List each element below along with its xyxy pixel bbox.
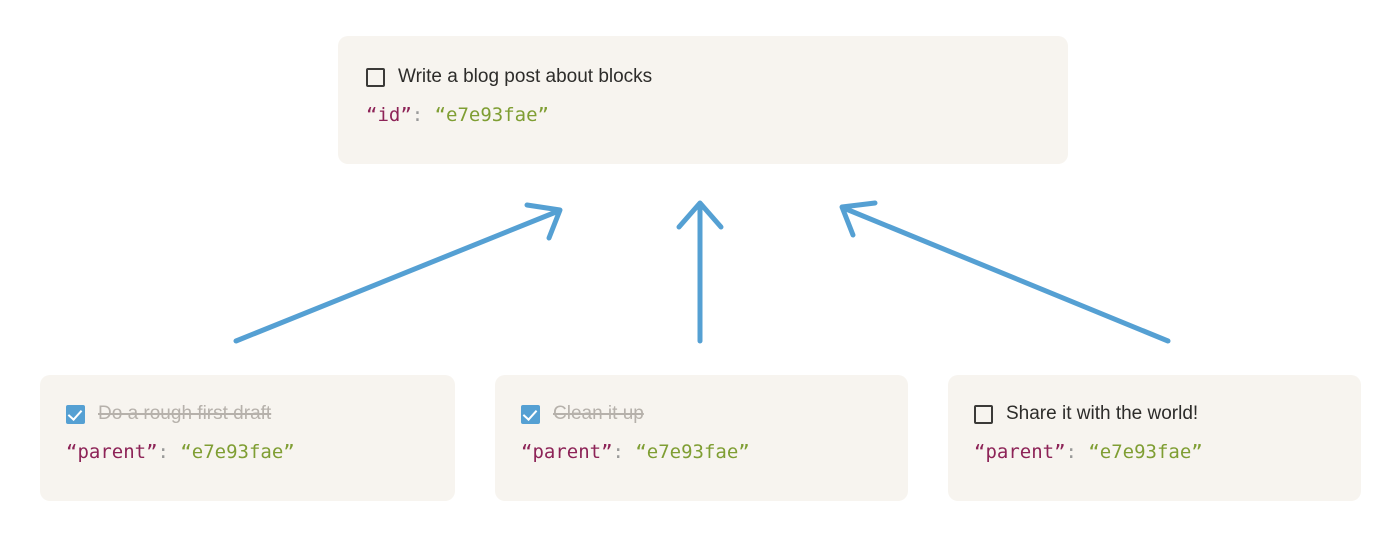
checkbox-checked-icon[interactable]: [521, 404, 540, 424]
json-value: “e7e93fae”: [434, 104, 549, 126]
arrow-child-1-to-parent: [233, 202, 563, 344]
json-key: “parent”: [66, 441, 158, 463]
arrow-child-2-to-parent: [676, 200, 724, 344]
json-colon: :: [612, 441, 624, 463]
child-todo-row-2[interactable]: Clean it up: [521, 401, 908, 427]
parent-json-line: “id”: “e7e93fae”: [366, 103, 1068, 127]
checkbox-unchecked-icon[interactable]: [974, 404, 993, 424]
child-todo-label-3: Share it with the world!: [1006, 403, 1199, 424]
child-todo-label-1: Do a rough first draft: [98, 403, 272, 424]
json-colon: :: [411, 104, 424, 126]
child-block-card-3[interactable]: Share it with the world! “parent”: “e7e93…: [948, 375, 1361, 501]
child-block-card-1[interactable]: Do a rough first draft “parent”: “e7e93fa…: [40, 375, 455, 501]
json-value: “e7e93fae”: [1088, 441, 1203, 463]
parent-todo-label: Write a blog post about blocks: [398, 66, 653, 87]
checkbox-checked-icon[interactable]: [66, 404, 85, 424]
checkbox-unchecked-icon[interactable]: [366, 67, 385, 87]
parent-todo-row[interactable]: Write a blog post about blocks: [366, 64, 1068, 90]
child-todo-label-2: Clean it up: [553, 403, 644, 424]
child-json-line-3: “parent”: “e7e93fae”: [974, 440, 1361, 464]
child-json-line-2: “parent”: “e7e93fae”: [521, 440, 908, 464]
json-key: “parent”: [974, 441, 1066, 463]
json-value: “e7e93fae”: [635, 441, 750, 463]
child-todo-row-1[interactable]: Do a rough first draft: [66, 401, 455, 427]
json-colon: :: [1065, 441, 1077, 463]
json-key: “parent”: [521, 441, 613, 463]
json-colon: :: [157, 441, 169, 463]
json-key: “id”: [366, 104, 412, 126]
child-block-card-2[interactable]: Clean it up “parent”: “e7e93fae”: [495, 375, 908, 501]
child-todo-row-3[interactable]: Share it with the world!: [974, 401, 1361, 427]
parent-block-card[interactable]: Write a blog post about blocks “id”: “e7e…: [338, 36, 1068, 164]
arrow-child-3-to-parent: [839, 200, 1171, 344]
json-value: “e7e93fae”: [180, 441, 295, 463]
child-json-line-1: “parent”: “e7e93fae”: [66, 440, 455, 464]
